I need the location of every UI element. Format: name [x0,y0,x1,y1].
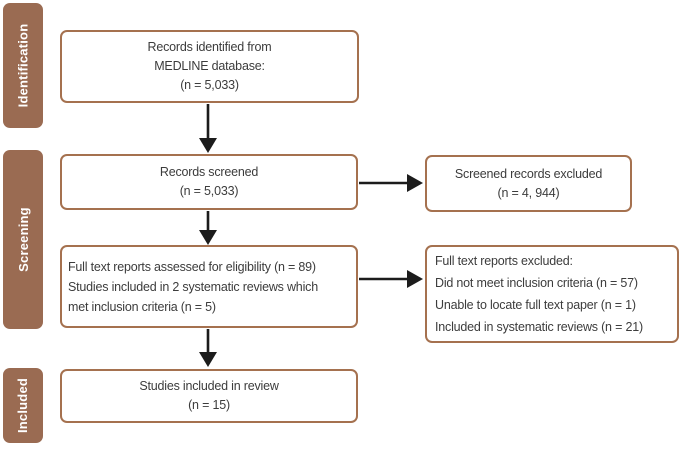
box-line: Did not meet inclusion criteria (n = 57) [435,276,638,290]
box-line: (n = 5,033) [180,78,239,92]
stage-identification-label: Identification [15,23,31,108]
stage-identification: Identification [3,3,43,128]
box-line: Records screened [159,165,259,179]
box-fulltext-assessed: Full text reports assessed for eligibili… [60,245,358,328]
box-line: Studies included in 2 systematic reviews… [68,279,318,294]
arrow-screened-to-assessed [199,211,217,245]
arrow-assessed-to-included [199,329,217,367]
box-line: Studies included in review [139,379,279,393]
box-fulltext-excluded: Full text reports excluded: Did not meet… [425,245,679,343]
box-records-identified: Records identified from MEDLINE database… [60,30,359,103]
box-studies-included: Studies included in review (n = 15) [60,369,358,423]
box-screened-excluded: Screened records excluded (n = 4, 944) [425,155,632,212]
box-line: (n = 4, 944) [497,185,560,200]
box-line: (n = 5,033) [179,184,239,198]
box-records-screened: Records screened (n = 5,033) [60,154,358,210]
stage-included: Included [3,368,43,443]
stage-screening-label: Screening [15,207,31,272]
box-line: Screened records excluded [454,166,603,181]
box-line: Unable to locate full text paper (n = 1) [435,298,636,312]
stage-screening: Screening [3,150,43,329]
box-line: Full text reports assessed for eligibili… [68,259,316,274]
box-line: Included in systematic reviews (n = 21) [435,320,643,334]
stage-included-label: Included [15,377,31,434]
arrow-screened-to-excluded [359,174,423,192]
box-line: Records identified from [147,40,272,54]
box-line: Full text reports excluded: [435,254,573,268]
arrow-identified-to-screened [199,104,217,153]
box-line: met inclusion criteria (n = 5) [68,299,216,314]
arrow-assessed-to-excluded [359,270,423,288]
box-line: (n = 15) [188,398,230,412]
box-line: MEDLINE database: [154,59,265,73]
